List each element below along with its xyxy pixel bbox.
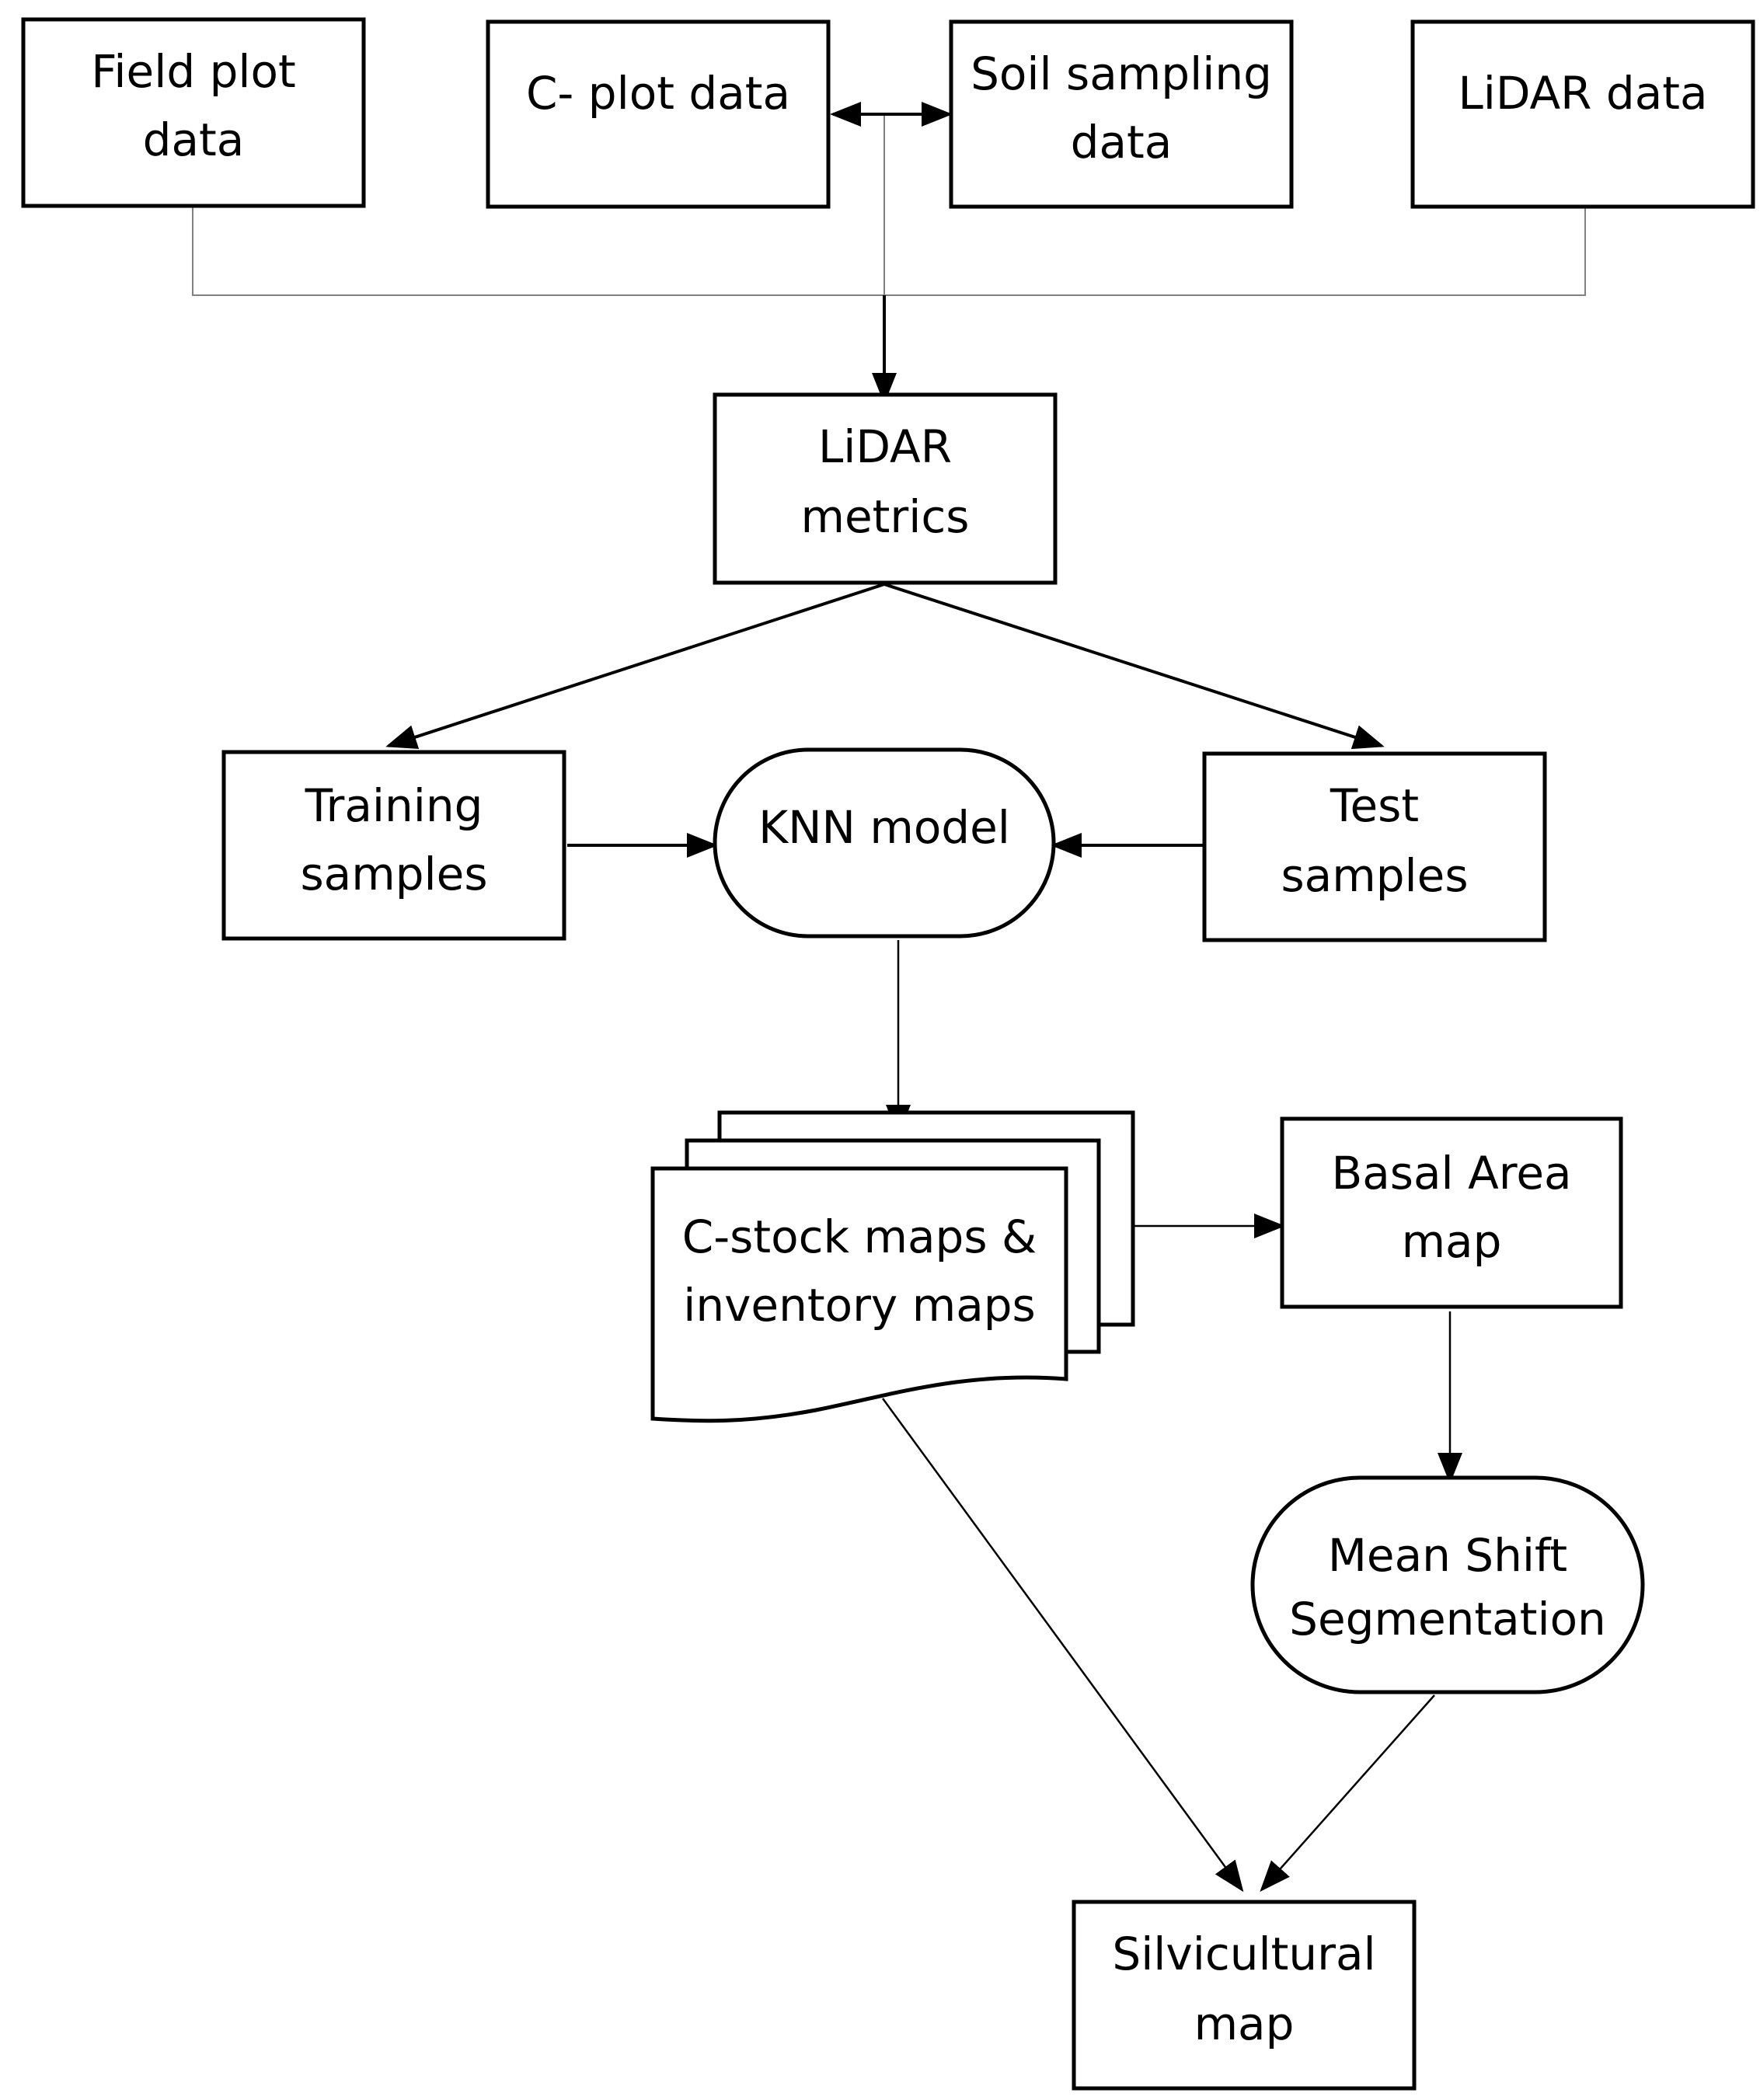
node-c-plot: C- plot data <box>486 19 831 209</box>
edges <box>192 102 1586 1893</box>
node-soil-sampling-line-1: Soil sampling <box>971 47 1272 100</box>
node-lidar-data: LiDAR data <box>1410 19 1755 209</box>
edge-metrics-to-test <box>883 583 1385 750</box>
node-soil-sampling: Soil sampling data <box>949 19 1294 209</box>
node-training-line-1: Training <box>305 779 483 832</box>
node-cstock-line-1: C-stock maps & <box>682 1210 1037 1263</box>
node-lidar-metrics-line-1: LiDAR <box>818 420 952 473</box>
node-mean-shift: Mean Shift Segmentation <box>1250 1475 1645 1694</box>
node-silvicultural-line-1: Silvicultural <box>1112 1928 1375 1980</box>
node-silvicultural-line-2: map <box>1194 1997 1295 2050</box>
node-basal-area-line-2: map <box>1402 1215 1502 1268</box>
node-field-plot-line-2: data <box>143 113 245 166</box>
node-basal-area-line-1: Basal Area <box>1331 1147 1571 1200</box>
node-soil-sampling-line-2: data <box>1071 116 1173 169</box>
node-field-plot: Field plot data <box>21 17 366 208</box>
node-training: Training samples <box>221 750 566 941</box>
node-mean-shift-line-1: Mean Shift <box>1328 1529 1567 1582</box>
node-field-plot-line-1: Field plot <box>91 45 295 98</box>
node-test-line-2: samples <box>1281 849 1468 902</box>
node-test: Test samples <box>1202 751 1547 942</box>
node-training-line-2: samples <box>300 848 487 900</box>
node-lidar-metrics-line-2: metrics <box>801 490 970 543</box>
node-cstock-line-2: inventory maps <box>683 1279 1036 1332</box>
node-mean-shift-line-2: Segmentation <box>1289 1593 1606 1646</box>
edge-meanshift-to-silvicultural <box>1260 1694 1435 1892</box>
node-test-line-1: Test <box>1330 779 1419 832</box>
edge-metrics-to-training <box>385 583 885 750</box>
node-cstock: C-stock maps & inventory maps <box>650 1110 1135 1423</box>
edge-field-plot-collector <box>192 207 1586 296</box>
node-lidar-data-line-1: LiDAR data <box>1458 67 1707 120</box>
edge-cstock-to-silvicultural <box>881 1398 1244 1893</box>
node-knn-line-1: KNN model <box>758 801 1010 854</box>
node-basal-area: Basal Area map <box>1280 1116 1623 1309</box>
node-lidar-metrics: LiDAR metrics <box>713 392 1058 585</box>
node-c-plot-line-1: C- plot data <box>526 67 790 120</box>
node-knn: KNN model <box>713 747 1056 939</box>
node-silvicultural: Silvicultural map <box>1072 1900 1417 2091</box>
